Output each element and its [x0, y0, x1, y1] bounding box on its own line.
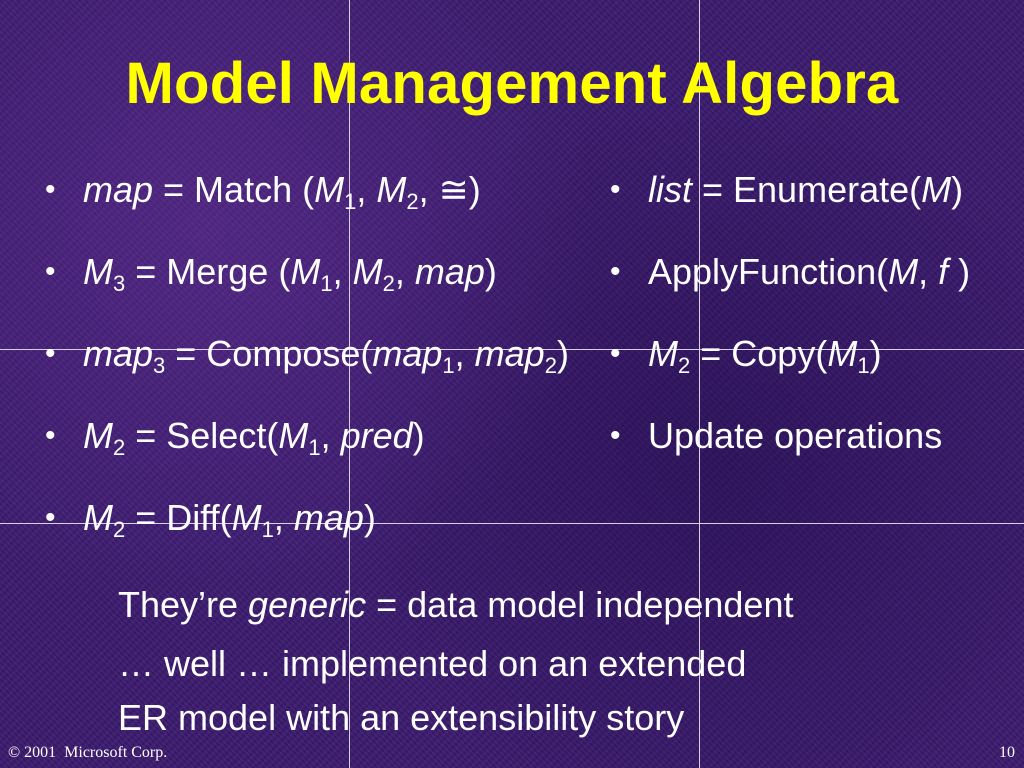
note-line-2: … well … implemented on an extended [118, 643, 747, 684]
bullet-dot: • [45, 501, 56, 534]
bullet-text: M2 = Diff(M1, map) [83, 497, 376, 542]
bullet-dot: • [45, 419, 56, 452]
bullet-dot: • [610, 419, 621, 452]
congruent-symbol: ≅ [438, 169, 469, 210]
bullet-text: Update operations [648, 415, 943, 456]
bullet-dot: • [610, 173, 621, 206]
bullet-dot: • [45, 337, 56, 370]
note-line-3: ER model with an extensibility story [118, 697, 685, 738]
bullet-text: ApplyFunction(M, f ) [648, 251, 971, 292]
footer-copyright: © 2001 Microsoft Corp. [8, 744, 168, 761]
bullet-dot: • [610, 255, 621, 288]
grid-line-horizontal [0, 523, 1024, 524]
bullet-text: M2 = Copy(M1) [648, 333, 882, 378]
bullet-dot: • [45, 173, 56, 206]
bullet-dot: • [610, 337, 621, 370]
note-line-1: They’re generic = data model independent [118, 584, 794, 625]
bullet-text: map3 = Compose(map1, map2) [83, 333, 569, 378]
bullet-text: M3 = Merge (M1, M2, map) [83, 251, 497, 296]
footer-page-number: 10 [999, 744, 1015, 761]
grid-line-vertical [349, 0, 350, 768]
bullet-text: M2 = Select(M1, pred) [83, 415, 425, 460]
bullet-text: list = Enumerate(M) [648, 169, 964, 210]
grid-line-vertical [699, 0, 700, 768]
bullet-text: map = Match (M1, M2, ≅) [83, 169, 481, 214]
slide-title: Model Management Algebra [125, 51, 899, 116]
bullet-dot: • [45, 255, 56, 288]
grid-line-horizontal [0, 349, 1024, 350]
